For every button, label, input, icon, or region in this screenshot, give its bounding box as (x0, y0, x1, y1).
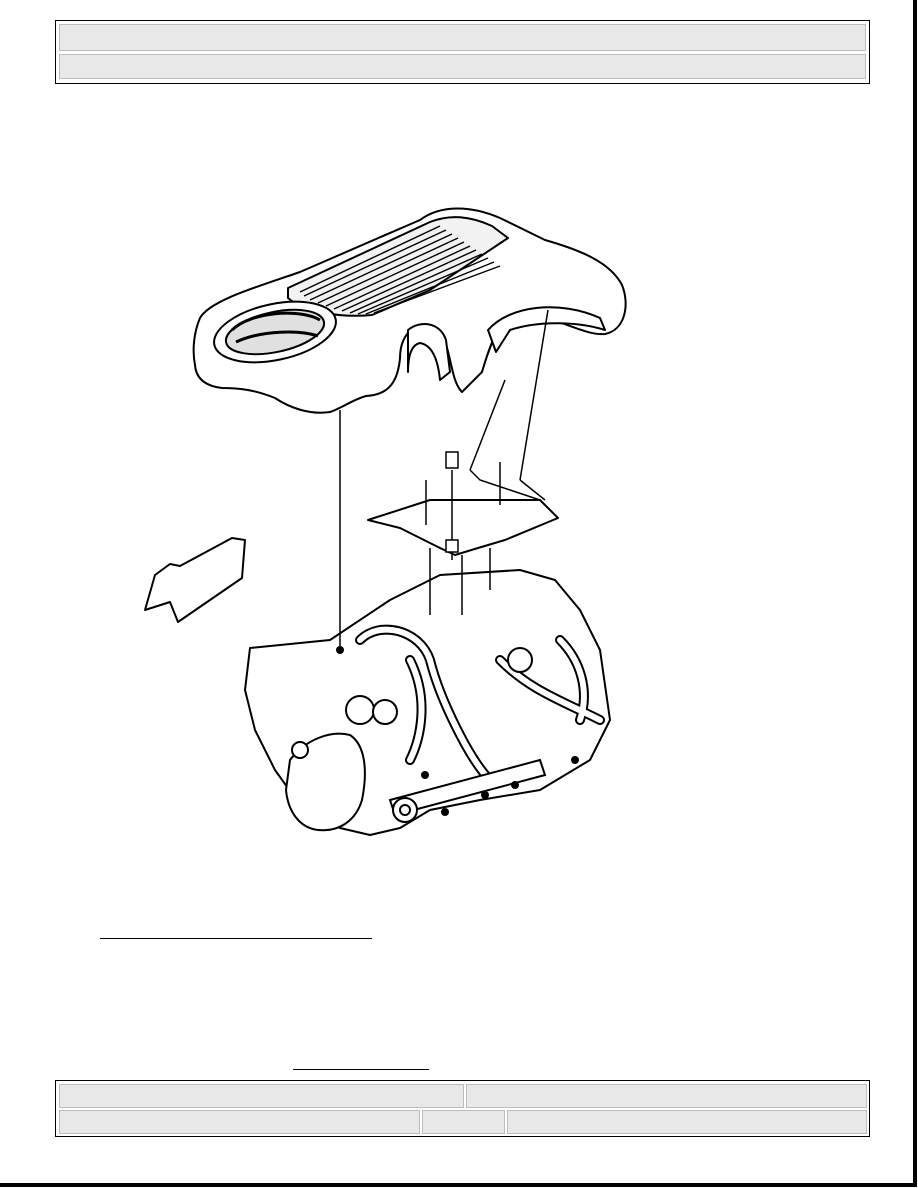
footer-bottom-left (59, 1110, 420, 1134)
front-arrow-icon (144, 537, 246, 623)
bracket-plate (367, 499, 559, 556)
footer-bottom-middle (422, 1110, 505, 1134)
engine-cover (192, 207, 627, 414)
engine-cover-illustration (144, 207, 627, 836)
footer-right-cell (466, 1084, 867, 1108)
reference-link[interactable] (100, 938, 372, 939)
footer-bottom-right (507, 1110, 867, 1134)
header-subtitle (59, 54, 866, 79)
header-table (55, 20, 870, 84)
footer-table (55, 1080, 870, 1137)
footer-link[interactable] (293, 1069, 429, 1070)
footer-left-cell (59, 1084, 464, 1108)
bolt-icon (445, 451, 459, 553)
header-title (59, 24, 866, 51)
